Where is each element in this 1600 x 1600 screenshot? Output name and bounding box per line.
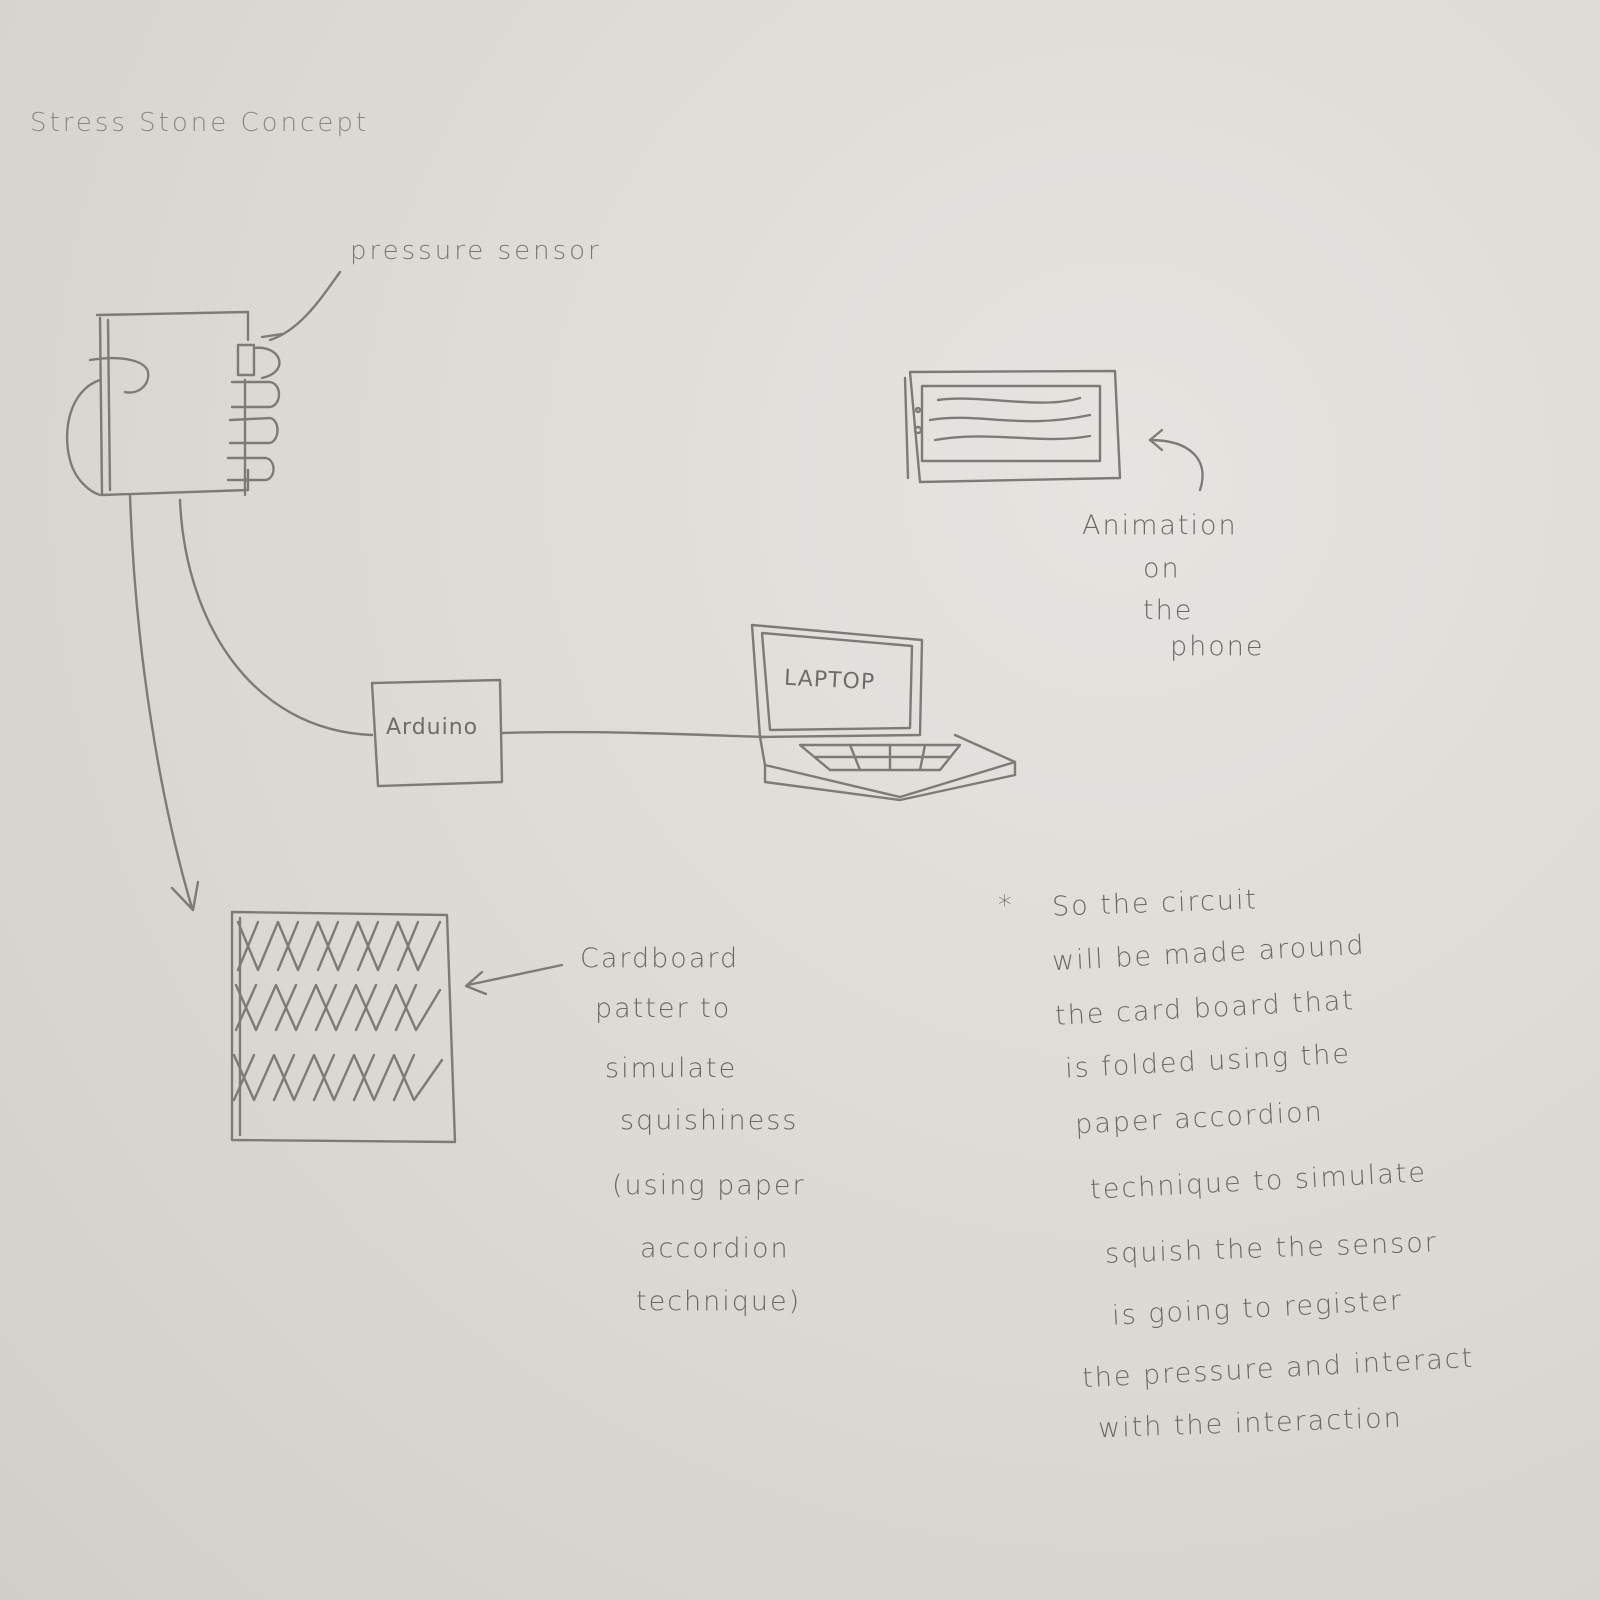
phone-note-line: phone — [1170, 631, 1265, 662]
cardboard-pattern-icon — [230, 910, 457, 1144]
cardboard-note-line: patter to — [595, 993, 732, 1024]
cardboard-note-line: Cardboard — [580, 943, 740, 974]
circuit-note-line: So the circuit — [1051, 884, 1259, 923]
arrow-device-cardboard — [128, 493, 194, 910]
wire-arduino-laptop — [500, 730, 767, 739]
cardboard-note-line: squishiness — [620, 1105, 799, 1136]
arrow-to-phone — [1148, 438, 1204, 492]
phone-note-line: on — [1143, 553, 1181, 584]
arduino-box-icon — [370, 678, 504, 788]
cardboard-note-line: technique) — [636, 1286, 802, 1317]
laptop-label: LAPTOP — [783, 665, 876, 696]
wire-device-arduino — [178, 498, 374, 737]
arduino-label: Arduino — [386, 715, 479, 740]
cardboard-note-line: simulate — [605, 1053, 738, 1084]
cardboard-note-line: (using paper — [612, 1170, 806, 1201]
asterisk-icon: * — [998, 890, 1014, 921]
sensor-pointer-line — [268, 270, 342, 342]
page-title: Stress Stone Concept — [30, 108, 370, 138]
phone-icon — [903, 369, 1122, 484]
arrow-to-cardboard — [466, 963, 564, 987]
phone-note-line: the — [1143, 595, 1194, 626]
pressure-sensor-label: pressure sensor — [350, 236, 602, 266]
stress-stone-device-icon — [65, 310, 281, 497]
cardboard-note-line: accordion — [640, 1233, 790, 1264]
phone-note-line: Animation — [1082, 510, 1238, 541]
laptop-icon — [750, 623, 1017, 802]
